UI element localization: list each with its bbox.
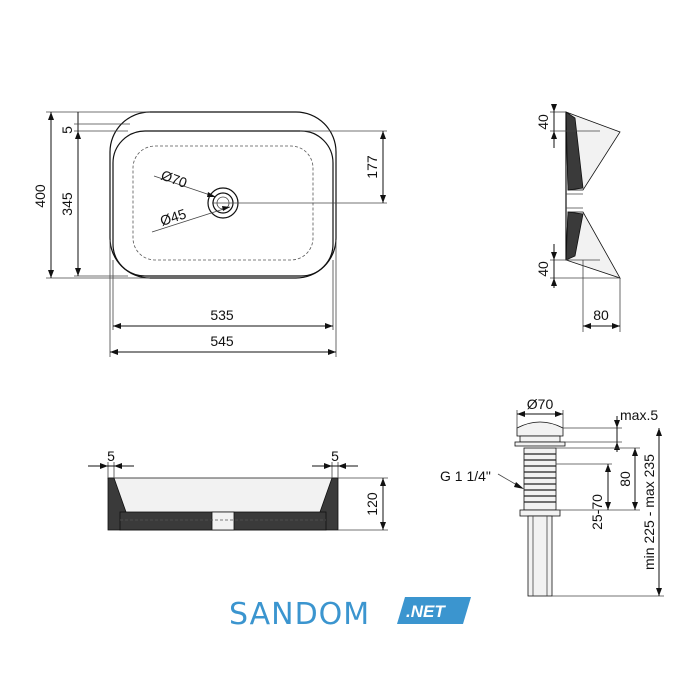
drain-pipe <box>527 515 553 597</box>
front-view: 5 5 120 <box>88 448 388 531</box>
basin-outer-outline <box>109 111 337 279</box>
width-inner-label: 535 <box>210 307 234 323</box>
sandom-logo: SANDOM .NET <box>229 597 471 632</box>
logo-suffix-text: .NET <box>406 602 446 621</box>
logo-net-badge <box>397 597 471 624</box>
drain-adjust-range-label: 25-70 <box>589 494 605 530</box>
drain-view: Ø70 max.5 80 25-70 min 225 - max 235 G 1… <box>440 396 664 597</box>
front-right-rim-label: 5 <box>331 448 339 464</box>
drain-threaded-body <box>523 447 557 511</box>
side-upper-wall <box>565 111 584 191</box>
height-inner-label: 345 <box>59 192 75 216</box>
top-view: Ø70 Ø45 400 345 5 177 5 <box>32 111 387 357</box>
drain-cap <box>516 421 564 437</box>
drain-inner-diameter-label: Ø45 <box>158 205 188 228</box>
width-outer-label: 545 <box>210 333 234 349</box>
basin-inner-outline <box>112 130 334 277</box>
height-outer-label: 400 <box>32 184 48 208</box>
side-lower-wall <box>565 211 584 261</box>
drain-outer-diameter-label: Ø70 <box>159 167 190 191</box>
center-offset-label: 177 <box>364 155 380 179</box>
front-height-label: 120 <box>364 492 380 516</box>
front-left-rim-label: 5 <box>107 448 115 464</box>
drain-thread-label: G 1 1/4" <box>440 468 491 484</box>
side-view: 40 40 80 <box>535 104 621 332</box>
rim-label: 5 <box>59 126 75 134</box>
drain-total-length-label: min 225 - max 235 <box>641 454 657 570</box>
side-top-depth-label: 40 <box>535 114 551 130</box>
drain-thread-length-label: 80 <box>617 471 633 487</box>
drain-max-gap-label: max.5 <box>620 407 658 423</box>
side-base-width-label: 80 <box>593 307 609 323</box>
logo-brand-text: SANDOM <box>229 597 370 632</box>
side-bottom-depth-label: 40 <box>535 261 551 277</box>
drain-cap-diameter-label: Ø70 <box>527 396 554 412</box>
